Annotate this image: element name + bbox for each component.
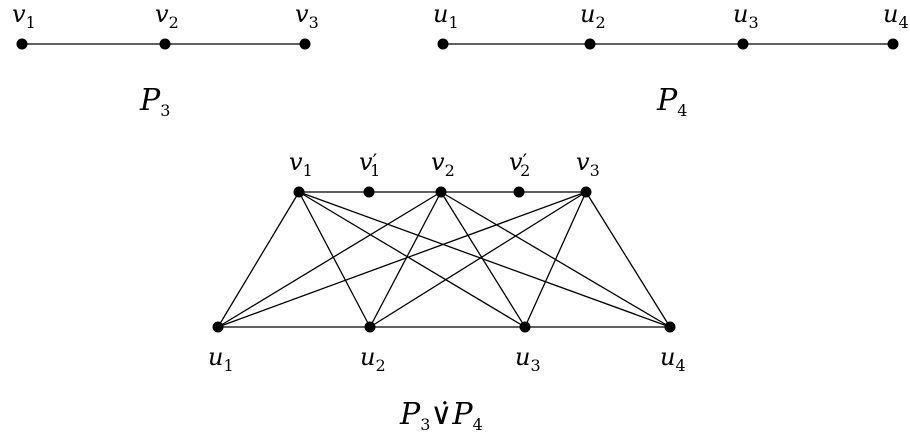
p3-label-v2: v2	[155, 0, 179, 32]
join-label-v2p: v′2	[509, 148, 530, 180]
join-label-v1p: v′1	[359, 148, 380, 180]
join-label-u3: u3	[515, 343, 541, 375]
join-edge-v3-u1	[217, 191, 587, 328]
join-edge-v1-u1	[217, 191, 300, 328]
join-vertex-u3	[519, 321, 531, 333]
join-vertex-v2p	[513, 186, 525, 198]
join-label-v1: v1	[289, 148, 313, 180]
p3-label-v3: v3	[295, 0, 319, 32]
join-edge-v2-u2	[369, 191, 442, 328]
join-label-u1: u1	[208, 343, 234, 375]
join-label-v2: v2	[431, 148, 455, 180]
p4-label-u2: u2	[580, 0, 606, 32]
join-edge-v1-u3	[298, 191, 526, 328]
p4-label-u1: u1	[433, 0, 459, 32]
p4-vertex-u2	[584, 38, 596, 50]
join-edge-v2-u1	[217, 191, 442, 328]
join-edge-v1-u2	[298, 191, 371, 328]
join-label-v3: v3	[576, 148, 600, 180]
join-edge-v3-u3	[524, 191, 587, 328]
p4-label-u4: u4	[883, 0, 909, 32]
p3-vertex-v2	[159, 38, 171, 50]
join-title: P3∨̇P4	[399, 397, 483, 434]
p4-vertex-u4	[887, 38, 899, 50]
join-edge-v1-u4	[298, 191, 671, 328]
join-edge-v2-u3	[440, 191, 526, 328]
join-edge-v3-u4	[585, 191, 671, 328]
join-vertex-v3	[580, 186, 592, 198]
p3-vertex-v1	[16, 38, 28, 50]
p3-title: P3	[139, 83, 170, 120]
p3-label-v1: v1	[12, 0, 36, 32]
edges-layer	[22, 43, 893, 328]
join-label-u4: u4	[660, 343, 686, 375]
p4-label-u3: u3	[733, 0, 759, 32]
join-vertex-v2	[435, 186, 447, 198]
p4-title: P4	[656, 83, 687, 120]
join-edge-v3-u2	[369, 191, 587, 328]
nodes-layer	[16, 38, 899, 333]
join-vertex-u4	[664, 321, 676, 333]
join-vertex-v1	[293, 186, 305, 198]
labels-layer: v1 v2 v3 u1 u2 u3 u4 v1 v′1 v2 v′2 v3 u1 u2 u3 u4	[12, 0, 909, 375]
join-vertex-v1p	[363, 186, 375, 198]
p4-vertex-u1	[437, 38, 449, 50]
join-label-u2: u2	[360, 343, 386, 375]
p4-vertex-u3	[737, 38, 749, 50]
join-vertex-u2	[364, 321, 376, 333]
join-vertex-u1	[212, 321, 224, 333]
p3-vertex-v3	[299, 38, 311, 50]
